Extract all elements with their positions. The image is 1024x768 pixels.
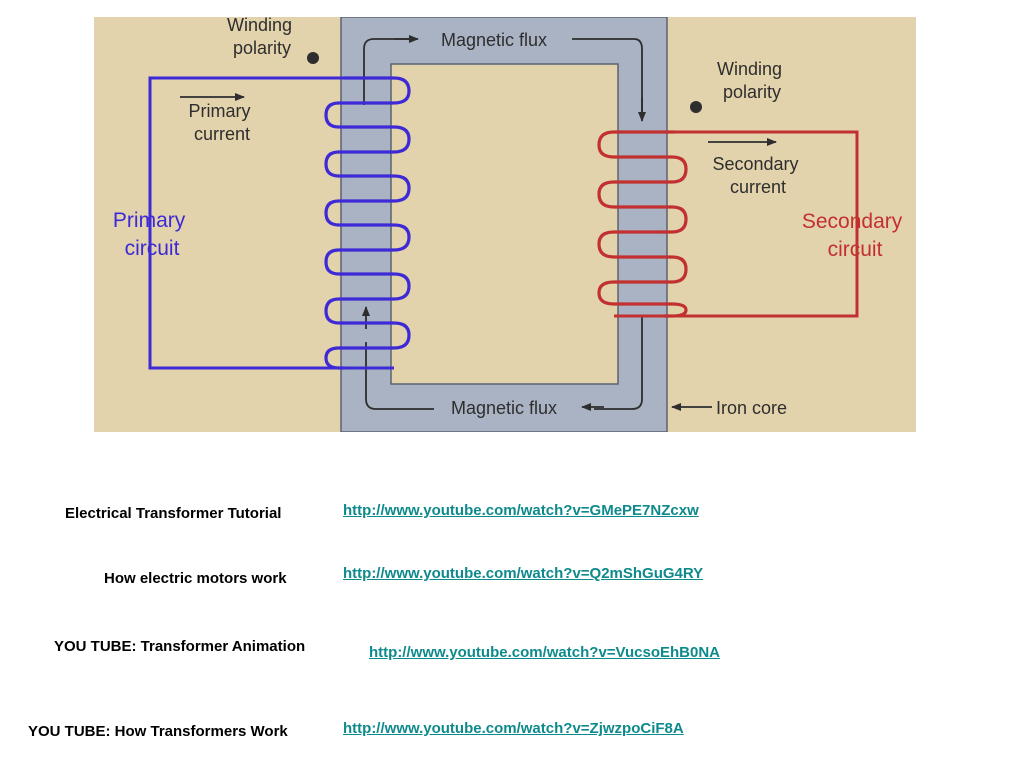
- primary-coil-turn: [324, 125, 411, 178]
- primary-current-label: Primary current: [188, 101, 255, 144]
- primary-coil-turn: [324, 223, 411, 276]
- primary-circuit-label: Primary circuit: [113, 209, 191, 260]
- primary-winding: [324, 76, 411, 370]
- primary-circuit-wire: [148, 76, 328, 370]
- primary-coil-turn: [324, 272, 411, 325]
- secondary-winding: [597, 130, 688, 318]
- resource-link[interactable]: http://www.youtube.com/watch?v=VucsoEhB0…: [369, 644, 721, 661]
- secondary-current-label: Secondary current: [712, 154, 803, 197]
- winding-polarity-label-primary: Winding polarity: [227, 17, 297, 58]
- iron-core: [340, 17, 668, 432]
- winding-polarity-dot-primary: [307, 52, 319, 64]
- resource-label: YOU TUBE: Transformer Animation: [54, 638, 306, 655]
- resource-link[interactable]: http://www.youtube.com/watch?v=Q2mShGuG4…: [343, 565, 704, 582]
- primary-coil-turn: [324, 174, 411, 227]
- transformer-diagram: Winding polarity Magnetic flux Winding p…: [94, 17, 916, 432]
- diagram-background: [94, 17, 916, 432]
- secondary-coil-turn: [597, 230, 688, 284]
- winding-polarity-label-secondary: Winding polarity: [717, 59, 787, 102]
- resource-label: Electrical Transformer Tutorial: [65, 505, 282, 522]
- winding-polarity-dot-secondary: [690, 101, 702, 113]
- primary-coil-turn: [324, 321, 411, 370]
- secondary-coil-turn: [597, 280, 688, 318]
- magnetic-flux-path: [363, 38, 643, 410]
- primary-coil-turn: [324, 76, 411, 129]
- magnetic-flux-label-bottom: Magnetic flux: [451, 398, 557, 418]
- resource-link[interactable]: http://www.youtube.com/watch?v=GMePE7NZc…: [343, 502, 699, 519]
- resource-link[interactable]: http://www.youtube.com/watch?v=ZjwzpoCiF…: [343, 720, 684, 737]
- secondary-circuit-wire: [614, 130, 859, 318]
- magnetic-flux-label-top: Magnetic flux: [441, 30, 547, 50]
- secondary-coil-turn: [597, 130, 688, 184]
- iron-core-label: Iron core: [716, 398, 787, 418]
- secondary-coil-turn: [597, 180, 688, 234]
- resource-label: How electric motors work: [104, 570, 287, 587]
- resource-label: YOU TUBE: How Transformers Work: [28, 723, 288, 740]
- secondary-circuit-label: Secondary circuit: [802, 210, 908, 261]
